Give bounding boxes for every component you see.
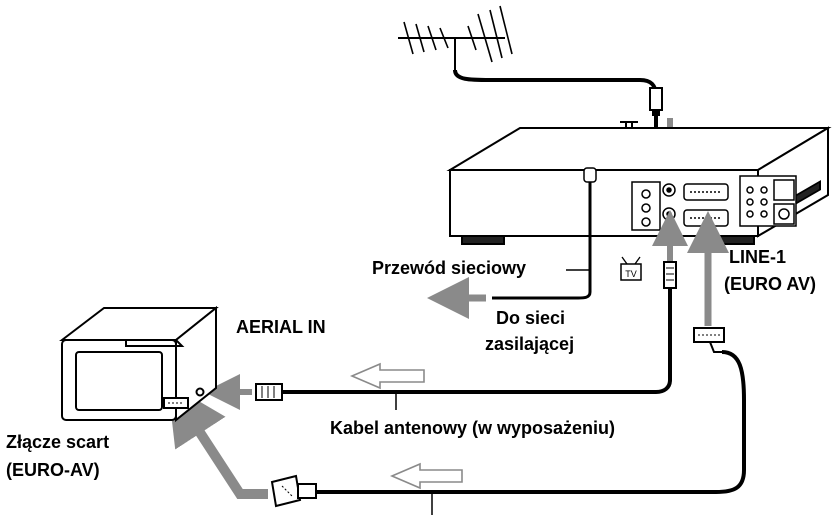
antenna-icon bbox=[398, 5, 513, 70]
television bbox=[59, 305, 219, 423]
coax-plug-icon bbox=[255, 383, 283, 401]
label-aerial-in: AERIAL IN bbox=[236, 317, 326, 337]
aerial-cable bbox=[282, 288, 672, 394]
label-aerial-cable: Kabel antenowy (w wyposażeniu) bbox=[330, 418, 616, 438]
label-mains-2: zasilającej bbox=[485, 334, 575, 354]
label-line1-1: LINE-1 bbox=[729, 247, 787, 267]
tv-symbol-text: TV bbox=[625, 269, 637, 279]
signal-direction-arrow bbox=[349, 362, 425, 390]
arrow-into-tv-scart bbox=[167, 382, 268, 499]
label-mains-1: Do sieci bbox=[496, 308, 566, 328]
label-power-cord: Przewód sieciowy bbox=[372, 258, 527, 278]
label-line1-2: (EURO AV) bbox=[724, 274, 816, 294]
label-scart-2: (EURO-AV) bbox=[6, 460, 100, 480]
coax-plug-icon bbox=[663, 261, 677, 289]
label-scart-1: Złącze scart bbox=[6, 432, 110, 452]
scart-cable bbox=[316, 350, 746, 494]
scart-plug-icon bbox=[693, 327, 725, 353]
coax-plug-icon bbox=[649, 87, 663, 116]
scart-direction-arrow bbox=[389, 462, 463, 490]
power-cord bbox=[492, 182, 592, 300]
scart-plug-icon bbox=[270, 474, 317, 508]
tv-symbol-icon bbox=[620, 256, 642, 281]
